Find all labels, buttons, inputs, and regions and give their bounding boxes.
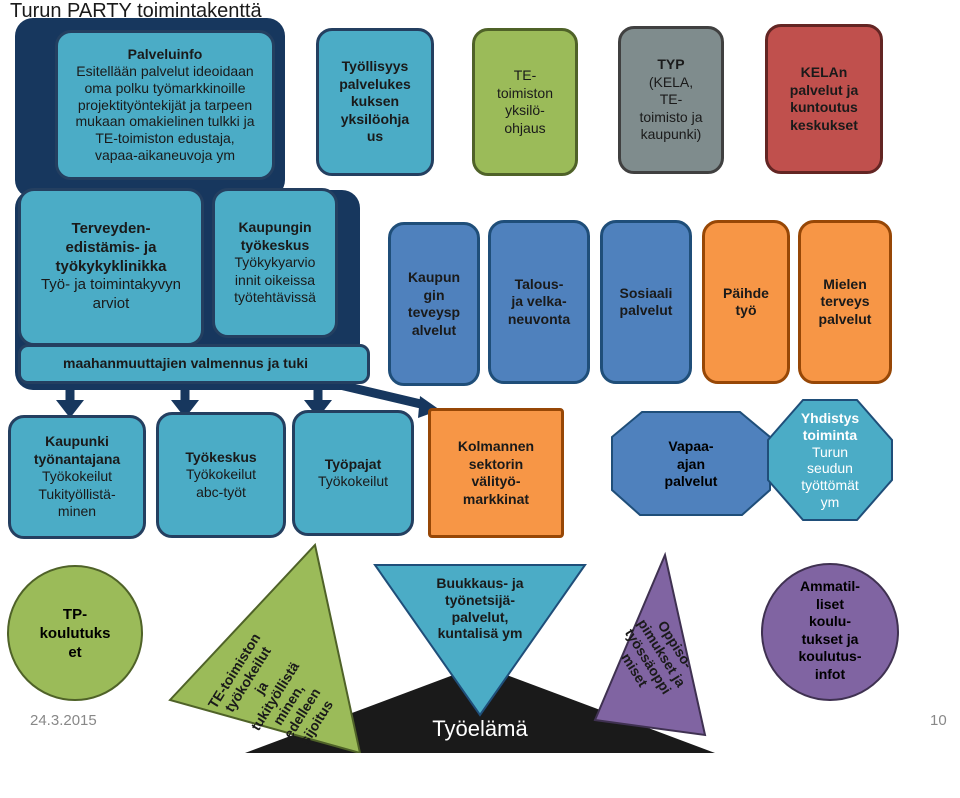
kaupunki-tyonantajana-box: Kaupunki työnantajana Työkokeilut Tukity… <box>8 415 146 539</box>
vapaa-ajan-hexagon <box>611 411 771 516</box>
palveluinfo-box: Palveluinfo Esitellään palvelut ideoidaa… <box>55 30 275 180</box>
buukkaus-triangle <box>373 564 587 717</box>
connector-arrows <box>7 380 899 753</box>
maahanmuuttajien-box: maahanmuuttajien valmennus ja tuki <box>18 344 370 384</box>
tp-koulutukset-circle <box>7 565 143 701</box>
tyokeskus-box: Työkeskus Työkokeilut abc-työt <box>156 412 286 538</box>
tyoelama-label: Työelämä <box>432 716 528 741</box>
typ-box: TYP (KELA, TE- toimisto ja kaupunki) <box>618 26 724 174</box>
kela-box: KELAn palvelut ja kuntoutus keskukset <box>765 24 883 174</box>
te-yksiloohjaus-box: TE- toimiston yksilö- ohjaus <box>472 28 578 176</box>
buukkaus-label: Buukkaus- ja työnetsijä- palvelut, kunta… <box>436 575 524 642</box>
yhdistys-hexagon <box>767 399 893 521</box>
tp-koulutukset-label: TP- koulutuks et <box>39 606 111 661</box>
te-tyokokeilut-triangle <box>168 542 362 753</box>
kaupungin-terveyspalvelut-box: Kaupun gin teveysp alvelut <box>388 222 480 386</box>
footer-page-number: 10 <box>930 712 947 729</box>
sosiaalipalvelut-box: Sosiaali palvelut <box>600 220 692 384</box>
vapaa-ajan-palvelut-label: Vapaa- ajan palvelut <box>664 438 718 489</box>
tyopajat-box: Työpajat Työkokeilut <box>292 410 414 536</box>
mielenterveyspalvelut-box: Mielen terveys palvelut <box>798 220 892 384</box>
talous-ja-velkaneuvonta-box: Talous- ja velka- neuvonta <box>488 220 590 384</box>
tyollisyyspalvelukeskus-box: Työllisyys palvelukes kuksen yksilöohja … <box>316 28 434 176</box>
kolmannen-sektorin-box: Kolmannen sektorin välityö- markkinat <box>428 408 564 538</box>
paihdetyo-box: Päihde työ <box>702 220 790 384</box>
terveyden-edistamis-box: Terveyden- edistämis- ja työkykyklinikka… <box>18 188 204 346</box>
yhdistys-toiminta-label: Yhdistys toiminta Turun seudun työttömät… <box>800 410 860 510</box>
footer-date: 24.3.2015 <box>30 712 97 729</box>
oppiso-triangle <box>593 551 707 737</box>
kaupungin-tyokeskus-box: Kaupungin työkeskus Työkykyarvio innit o… <box>212 188 338 338</box>
ammatilliset-circle <box>761 563 899 701</box>
page-title: Turun PARTY toimintakenttä <box>10 0 262 22</box>
ammatilliset-koulutukset-label: Ammatil- liset koulu- tukset ja koulutus… <box>798 578 862 682</box>
